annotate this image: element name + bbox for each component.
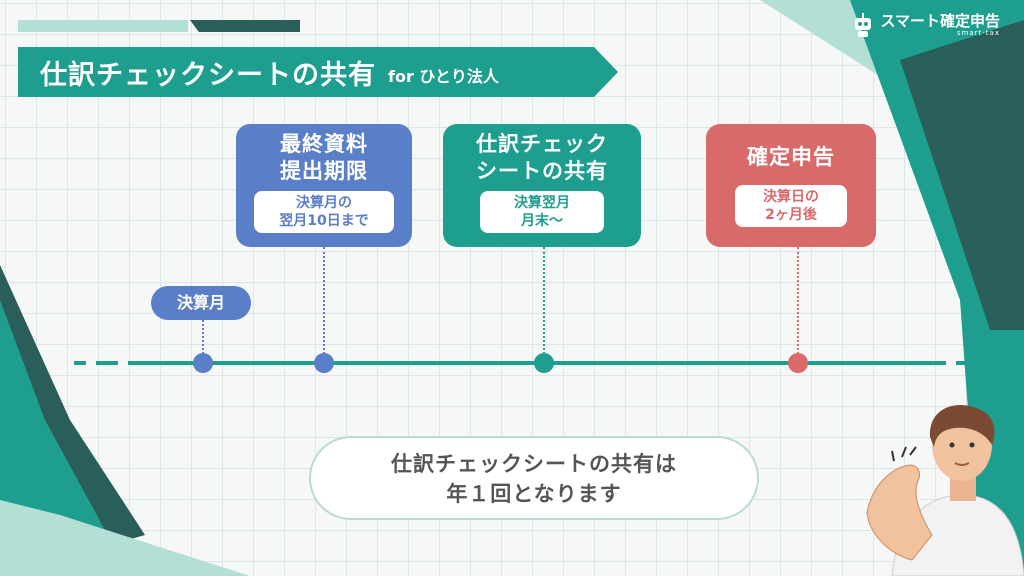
connector-filing xyxy=(797,247,799,362)
deadline-note-line2: 翌月10日まで xyxy=(279,213,369,229)
brand-name: スマート確定申告 xyxy=(880,12,1000,30)
deadline-card: 最終資料 提出期限 決算月の 翌月10日まで xyxy=(236,124,412,247)
deadline-title-line1: 最終資料 xyxy=(280,132,368,156)
summary-message-line2: 年１回となります xyxy=(446,482,622,506)
share-title-line2: シートの共有 xyxy=(476,159,608,183)
connector-closing-month xyxy=(202,320,204,362)
timeline-dot-closing-month xyxy=(193,353,213,373)
summary-message-line1: 仕訳チェックシートの共有は xyxy=(391,452,677,476)
filing-card: 確定申告 決算日の 2ヶ月後 xyxy=(706,124,876,247)
filing-note: 決算日の 2ヶ月後 xyxy=(735,185,847,227)
share-note: 決算翌月 月末〜 xyxy=(480,191,604,233)
man-pointing-illustration xyxy=(866,405,1024,576)
page-subtitle: for ひとり法人 xyxy=(388,67,499,86)
top-accent-strip-dark xyxy=(190,20,300,32)
brand-logo: スマート確定申告 smart-tax xyxy=(852,12,1000,38)
top-accent-strip xyxy=(18,20,188,32)
page-title-banner: 仕訳チェックシートの共有 for ひとり法人 xyxy=(18,47,618,97)
closing-month-pill: 決算月 xyxy=(151,286,251,320)
robot-icon xyxy=(855,13,872,37)
timeline-dot-share xyxy=(534,353,554,373)
share-card: 仕訳チェック シートの共有 決算翌月 月末〜 xyxy=(443,124,641,247)
deadline-note-line1: 決算月の xyxy=(296,195,352,211)
deadline-title-line2: 提出期限 xyxy=(280,159,368,183)
page-title: 仕訳チェックシートの共有 xyxy=(40,59,376,91)
share-title-line1: 仕訳チェック xyxy=(476,132,608,156)
timeline-dot-deadline xyxy=(314,353,334,373)
filing-note-line2: 2ヶ月後 xyxy=(765,207,817,223)
timeline-dot-filing xyxy=(788,353,808,373)
deadline-note: 決算月の 翌月10日まで xyxy=(254,191,394,233)
connector-deadline xyxy=(323,247,325,362)
filing-note-line1: 決算日の xyxy=(763,189,819,205)
share-note-line1: 決算翌月 xyxy=(514,195,570,211)
filing-title: 確定申告 xyxy=(747,145,835,169)
summary-message: 仕訳チェックシートの共有は 年１回となります xyxy=(309,436,759,520)
connector-share xyxy=(543,247,545,362)
brand-subtitle: smart-tax xyxy=(956,29,1000,37)
share-note-line2: 月末〜 xyxy=(521,213,563,229)
